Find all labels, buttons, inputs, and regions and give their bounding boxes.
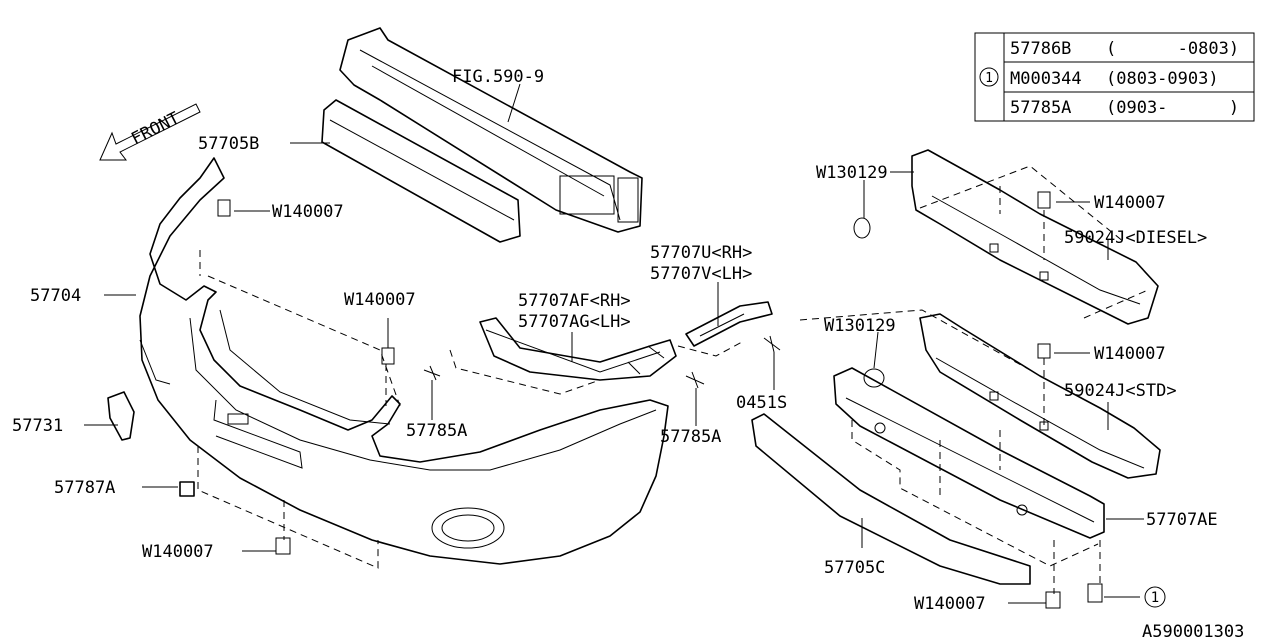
bumper-face xyxy=(139,157,669,565)
clip-icon xyxy=(217,199,231,217)
label-57705B: 57705B xyxy=(198,134,259,154)
part-labels: FIG.590-9 57705B W140007 57704 W140007 5… xyxy=(12,67,1244,640)
reinforcement-beam xyxy=(339,27,643,233)
table-row-0-range: ( -0803) xyxy=(1106,39,1239,59)
label-w140007-b: W140007 xyxy=(344,290,416,310)
leader-lines xyxy=(84,83,1144,604)
label-57705C: 57705C xyxy=(824,558,885,578)
label-w140007-c: W140007 xyxy=(142,542,214,562)
label-57704: 57704 xyxy=(30,286,81,306)
label-fig-590-9: FIG.590-9 xyxy=(452,67,544,87)
label-57707AF: 57707AF<RH> xyxy=(518,291,631,311)
callout-circle-icon xyxy=(1144,586,1166,608)
bracket-57787A xyxy=(179,481,195,497)
fog-cover xyxy=(107,391,135,441)
energy-absorber-upper xyxy=(321,99,521,243)
label-57707AG: 57707AG<LH> xyxy=(518,312,631,332)
label-57785A-a: 57785A xyxy=(406,421,467,441)
label-57707AE: 57707AE xyxy=(1146,510,1218,530)
label-57707U: 57707U<RH> xyxy=(650,243,752,263)
label-w130129-b: W130129 xyxy=(824,316,896,336)
label-57785A-b: 57785A xyxy=(660,427,721,447)
front-label: FRONT xyxy=(128,108,183,149)
label-59024J-std: 59024J<STD> xyxy=(1064,381,1177,401)
label-w130129-a: W130129 xyxy=(816,163,888,183)
lower-reinforcement xyxy=(833,367,1105,539)
assembly-guides xyxy=(197,165,1149,594)
table-row-0-part: 57786B xyxy=(1010,39,1071,59)
table-callout-number: 1 xyxy=(985,71,993,86)
grommet-icon xyxy=(863,368,885,388)
undercover-diesel xyxy=(911,149,1159,325)
label-57787A: 57787A xyxy=(54,478,115,498)
label-57707V: 57707V<LH> xyxy=(650,264,752,284)
front-arrow-icon: FRONT xyxy=(99,103,201,161)
clip-icon xyxy=(1037,343,1051,359)
label-0451S: 0451S xyxy=(736,393,787,413)
bolt-icon xyxy=(1087,583,1103,603)
table-row-1-part: M000344 xyxy=(1010,69,1082,89)
label-w140007-d: W140007 xyxy=(1094,193,1166,213)
table-row-2-part: 57785A xyxy=(1010,98,1071,118)
label-w140007-f: W140007 xyxy=(914,594,986,614)
screw-icon xyxy=(763,335,781,353)
undercover-std xyxy=(919,313,1161,479)
clip-icon xyxy=(275,537,291,555)
callout-circle-icon xyxy=(979,67,999,87)
side-bracket-af-ag xyxy=(479,317,677,381)
label-w140007-e: W140007 xyxy=(1094,344,1166,364)
lower-absorber xyxy=(751,413,1031,585)
label-callout-ref: 1 xyxy=(1151,590,1159,606)
grommet-icon xyxy=(853,217,871,239)
screw-icon xyxy=(423,365,441,381)
table-row-2-range: (0903- ) xyxy=(1106,98,1239,118)
label-59024J-diesel: 59024J<DIESEL> xyxy=(1064,228,1207,248)
screw-icon xyxy=(685,371,705,389)
clip-icon xyxy=(1045,591,1061,609)
diagram-id: A590001303 xyxy=(1142,622,1244,640)
table-row-1-range: (0803-0903) xyxy=(1106,69,1219,89)
side-bracket-u-v xyxy=(685,301,773,347)
clip-icon xyxy=(381,347,395,365)
label-w140007-a: W140007 xyxy=(272,202,344,222)
reference-table: 1 57786B ( -0803) M000344 (0803-0903) 57… xyxy=(974,32,1255,122)
clip-icon xyxy=(1037,191,1051,209)
label-57731: 57731 xyxy=(12,416,63,436)
